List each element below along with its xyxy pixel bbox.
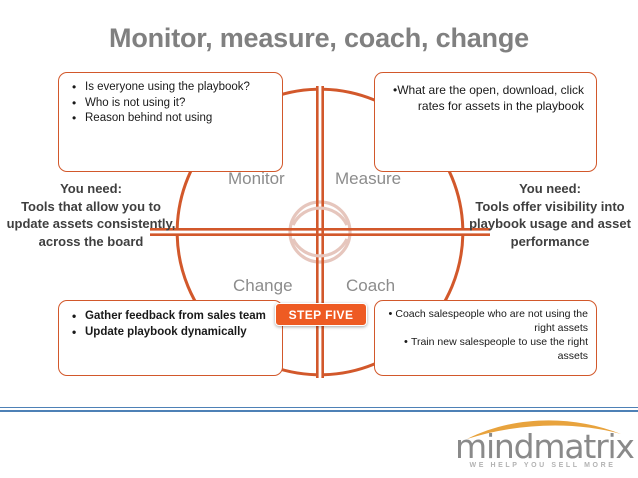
list-item-text: Train new salespeople to use the right a… [410, 336, 588, 362]
bullet-glyph: • [388, 308, 396, 320]
callout-bottom-right: • Coach salespeople who are not using th… [374, 300, 597, 376]
bullet-glyph: • [404, 336, 411, 348]
callout-top-left-list: Is everyone using the playbook? Who is n… [69, 80, 272, 127]
you-need-left: You need: Tools that allow you to update… [2, 180, 180, 250]
footer-divider-line-bottom [0, 410, 638, 412]
callout-bottom-left: Gather feedback from sales team Update p… [58, 300, 283, 376]
footer-divider [0, 407, 638, 412]
you-need-left-body: Tools that allow you to update assets co… [6, 198, 176, 249]
status-badge-step-five: STEP FIVE [275, 303, 367, 326]
callout-top-left: Is everyone using the playbook? Who is n… [58, 72, 283, 172]
brand-logo: mindmatrix WE HELP YOU SELL MORE [455, 418, 635, 474]
quadrant-label-monitor: Monitor [228, 169, 285, 188]
inner-faint-circle [288, 200, 352, 264]
you-need-right-heading: You need: [519, 181, 581, 196]
you-need-right: You need: Tools offer visibility into pl… [462, 180, 638, 250]
logo-tagline: WE HELP YOU SELL MORE [469, 462, 616, 469]
list-item: • Coach salespeople who are not using th… [385, 307, 588, 335]
callout-bottom-left-list: Gather feedback from sales team Update p… [69, 309, 272, 340]
list-item: Who is not using it? [69, 96, 272, 112]
list-item: Reason behind not using [69, 111, 272, 127]
list-item: Gather feedback from sales team [69, 309, 272, 325]
quadrant-label-measure: Measure [335, 169, 402, 188]
logo-swoosh-icon [467, 420, 621, 439]
logo-wordmark: mindmatrix [455, 427, 635, 466]
list-item: • Train new salespeople to use the right… [385, 335, 588, 363]
callout-top-right: •What are the open, download, click rate… [374, 72, 597, 172]
callout-top-right-text: •What are the open, download, click rate… [393, 83, 584, 113]
inner-arc-top [291, 206, 349, 226]
circle-diagram [150, 86, 490, 378]
page-title: Monitor, measure, coach, change [109, 23, 529, 53]
you-need-left-heading: You need: [60, 181, 122, 196]
list-item-text: Coach salespeople who are not using the … [395, 308, 588, 334]
you-need-right-body: Tools offer visibility into playbook usa… [469, 198, 631, 249]
list-item: Is everyone using the playbook? [69, 80, 272, 96]
footer-divider-line-top [0, 407, 638, 409]
quadrant-label-coach: Coach [346, 276, 396, 295]
list-item: Update playbook dynamically [69, 325, 272, 341]
inner-arc-bottom [291, 238, 349, 258]
quadrant-label-change: Change [233, 276, 293, 295]
callout-bottom-right-list: • Coach salespeople who are not using th… [385, 307, 588, 363]
